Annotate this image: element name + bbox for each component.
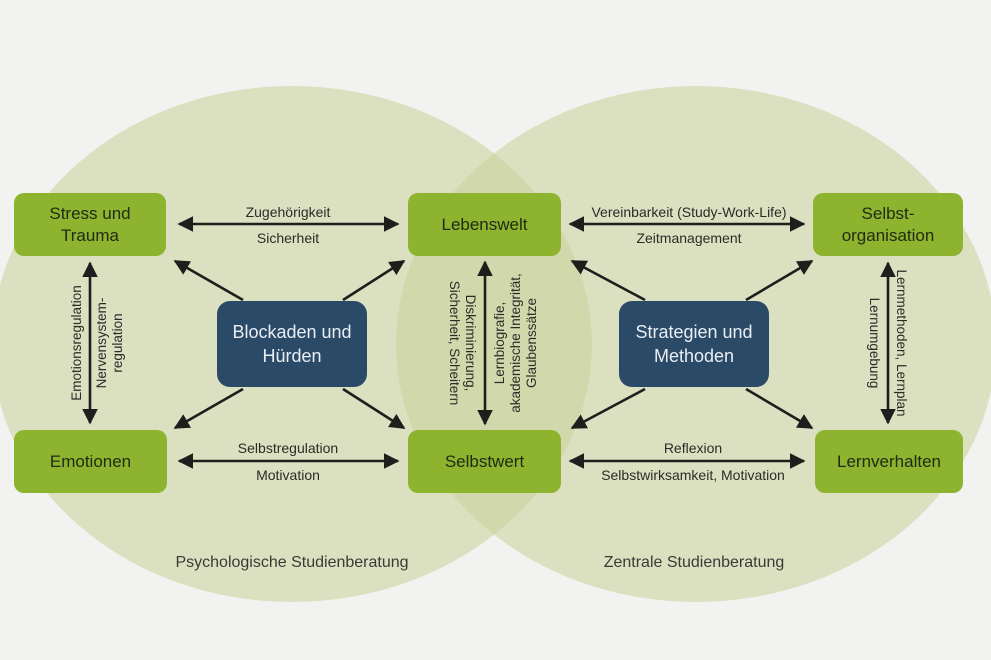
box-blockaden-label: Blockaden und Hürden (232, 322, 352, 366)
edge-label-lernmethoden: Lernmethoden, Lernplan (894, 269, 909, 417)
region-label-zentrale-studienberatung: Zentrale Studienberatung (603, 554, 785, 571)
arrow-strategien-lebenswelt (570, 259, 646, 302)
box-selbstorganisation: Selbst- organisation (813, 193, 963, 256)
box-lernverhalten-label: Lernverhalten (837, 451, 941, 471)
box-stress-und-trauma: Stress und Trauma (14, 193, 166, 256)
box-stress-und-trauma-label: Stress und Trauma (49, 203, 131, 245)
edge-label-emotionsregulation: Emotionsregulation (69, 285, 84, 401)
box-blockaden-und-huerden: Blockaden und Hürden (217, 301, 367, 387)
edge-label-lernbiografie: Lernbiografie, akademische Integrität, G… (492, 273, 539, 413)
edge-label-selbstwirksamkeit: Selbstwirksamkeit, Motivation (601, 467, 785, 483)
arrow-strategien-selbstwert (570, 387, 646, 430)
arrow-blockaden-stress (173, 259, 244, 302)
edge-label-selbstregulation: Selbstregulation (237, 440, 339, 456)
edge-label-vereinbarkeit: Vereinbarkeit (Study-Work-Life) (591, 204, 787, 220)
arrow-blockaden-lebenswelt (342, 259, 406, 302)
edge-label-zeitmanagement: Zeitmanagement (636, 230, 742, 246)
box-selbstorganisation-label: Selbst- organisation (841, 203, 935, 245)
arrow-blockaden-selbstwert (342, 387, 406, 430)
edge-label-zugehoerigkeit: Zugehörigkeit (245, 204, 331, 220)
box-emotionen: Emotionen (14, 430, 167, 493)
edge-label-diskriminierung: Diskriminierung, Sicherheit, Scheitern (447, 280, 478, 406)
edge-label-lernumgebung: Lernumgebung (867, 297, 882, 389)
arrow-blockaden-emotionen (173, 387, 244, 430)
box-emotionen-label: Emotionen (49, 451, 132, 471)
box-lernverhalten: Lernverhalten (815, 430, 963, 493)
box-selbstwert: Selbstwert (408, 430, 561, 493)
arrows (82, 216, 896, 469)
region-label-psychologische-studienberatung: Psychologische Studienberatung (175, 554, 409, 571)
box-lebenswelt: Lebenswelt (408, 193, 561, 256)
box-selbstwert-label: Selbstwert (444, 451, 525, 471)
box-lebenswelt-label: Lebenswelt (441, 214, 528, 234)
edge-label-reflexion: Reflexion (663, 440, 723, 456)
arrow-strategien-lernverhalten (745, 387, 814, 430)
edge-label-motivation: Motivation (256, 467, 320, 483)
arrow-strategien-selbstorganisation (745, 259, 814, 302)
edge-label-sicherheit: Sicherheit (256, 230, 320, 246)
box-strategien-und-methoden: Strategien und Methoden (619, 301, 769, 387)
edge-label-nervensystemregulation: Nervensystem- regulation (94, 297, 125, 389)
box-strategien-label: Strategien und Methoden (635, 322, 753, 366)
